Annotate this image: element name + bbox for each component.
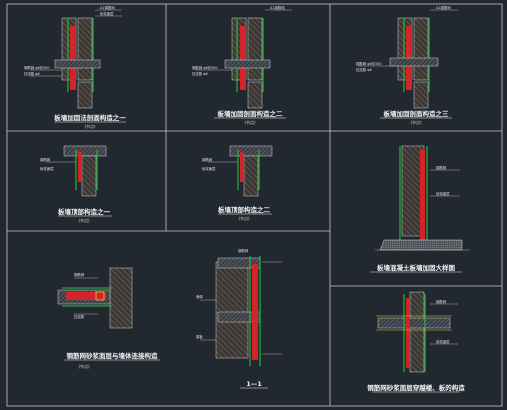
svg-text:砂浆面层: 砂浆面层 bbox=[436, 339, 450, 344]
panel-4-title: 板墙顶部构造之一 bbox=[58, 207, 111, 216]
panel-6: 钢筋网 砂浆面层 板墙混凝土板墙加固大样图 bbox=[370, 145, 470, 273]
panel-1-title: 板墙加固法剖面构造之一 bbox=[54, 113, 126, 122]
panel-2: A1钢筋网 钢筋网 φ6@300 拉结筋 φ6 板墙加固剖面构造之二 (节点) bbox=[192, 5, 292, 125]
panel-9: 钢筋网 砂浆面层 钢筋网砂浆面层穿越楼、板的构造 bbox=[367, 291, 465, 393]
panel-2-title: 板墙加固剖面构造之二 bbox=[218, 109, 284, 118]
svg-text:钢筋网: 钢筋网 bbox=[40, 157, 51, 162]
svg-text:A1钢筋网: A1钢筋网 bbox=[436, 5, 451, 10]
svg-text:钢筋网 φ6@300: 钢筋网 φ6@300 bbox=[24, 65, 50, 70]
svg-text:拉结筋 φ6: 拉结筋 φ6 bbox=[24, 71, 40, 76]
svg-text:拉结筋 φ6: 拉结筋 φ6 bbox=[356, 67, 372, 72]
svg-text:砂浆面层: 砂浆面层 bbox=[436, 191, 450, 196]
panel-7: 钢筋网 拉结筋 钢筋网砂浆面层与墙体连接构造 (节点) bbox=[57, 267, 160, 369]
svg-text:钢筋网: 钢筋网 bbox=[202, 157, 213, 162]
panel-4: 钢筋网 砂浆面层 板墙顶部构造之一 (节点) bbox=[40, 145, 112, 223]
panel-5: 钢筋网 砂浆面层 板墙顶部构造之二 (节点) bbox=[202, 145, 273, 221]
panel-5-title: 板墙顶部构造之二 bbox=[218, 205, 271, 214]
panel-1-sub: (节点) bbox=[84, 123, 96, 129]
svg-text:A1钢筋网: A1钢筋网 bbox=[270, 5, 285, 10]
svg-text:楼板: 楼板 bbox=[196, 334, 203, 339]
svg-text:拉结筋: 拉结筋 bbox=[74, 314, 85, 319]
sheet-frame bbox=[6, 3, 503, 407]
panel-9-title: 钢筋网砂浆面层穿越楼、板的构造 bbox=[367, 383, 465, 392]
svg-text:钢筋网: 钢筋网 bbox=[436, 165, 447, 170]
svg-text:砂浆面层: 砂浆面层 bbox=[202, 166, 216, 171]
panel-5-sub: (节点) bbox=[238, 215, 250, 221]
panel-3-sub: (节点) bbox=[410, 119, 422, 125]
panel-3-title: 板墙加固剖面构造之三 bbox=[384, 109, 450, 118]
svg-text:钢筋网: 钢筋网 bbox=[436, 299, 447, 304]
panel-1: A1钢筋网 砂浆面层 钢筋网 φ6@300 拉结筋 φ6 板墙加固法剖面构造之一… bbox=[24, 5, 126, 129]
panel-8-title: 1—1 bbox=[246, 380, 262, 388]
svg-text:砂浆面层: 砂浆面层 bbox=[100, 11, 114, 16]
svg-text:拉结筋 φ6: 拉结筋 φ6 bbox=[192, 71, 208, 76]
panel-8: 钢筋网 墙体 楼板 1—1 bbox=[196, 248, 282, 389]
panel-7-title: 钢筋网砂浆面层与墙体连接构造 bbox=[67, 351, 159, 360]
panel-4-sub: (节点) bbox=[78, 217, 90, 223]
svg-text:砂浆面层: 砂浆面层 bbox=[40, 166, 54, 171]
svg-text:钢筋网 φ6@300: 钢筋网 φ6@300 bbox=[356, 61, 382, 66]
svg-text:钢筋网: 钢筋网 bbox=[74, 272, 85, 277]
panel-3: A1钢筋网 钢筋网 φ6@300 拉结筋 φ6 板墙加固剖面构造之三 (节点) bbox=[356, 5, 458, 125]
panel-6-title: 板墙混凝土板墙加固大样图 bbox=[377, 263, 456, 272]
panel-2-sub: (节点) bbox=[244, 119, 256, 125]
svg-text:钢筋网: 钢筋网 bbox=[238, 248, 249, 253]
svg-text:A1钢筋网: A1钢筋网 bbox=[100, 5, 115, 10]
panel-7-sub: (节点) bbox=[78, 363, 90, 369]
svg-text:墙体: 墙体 bbox=[196, 294, 203, 299]
svg-text:钢筋网 φ6@300: 钢筋网 φ6@300 bbox=[192, 65, 218, 70]
